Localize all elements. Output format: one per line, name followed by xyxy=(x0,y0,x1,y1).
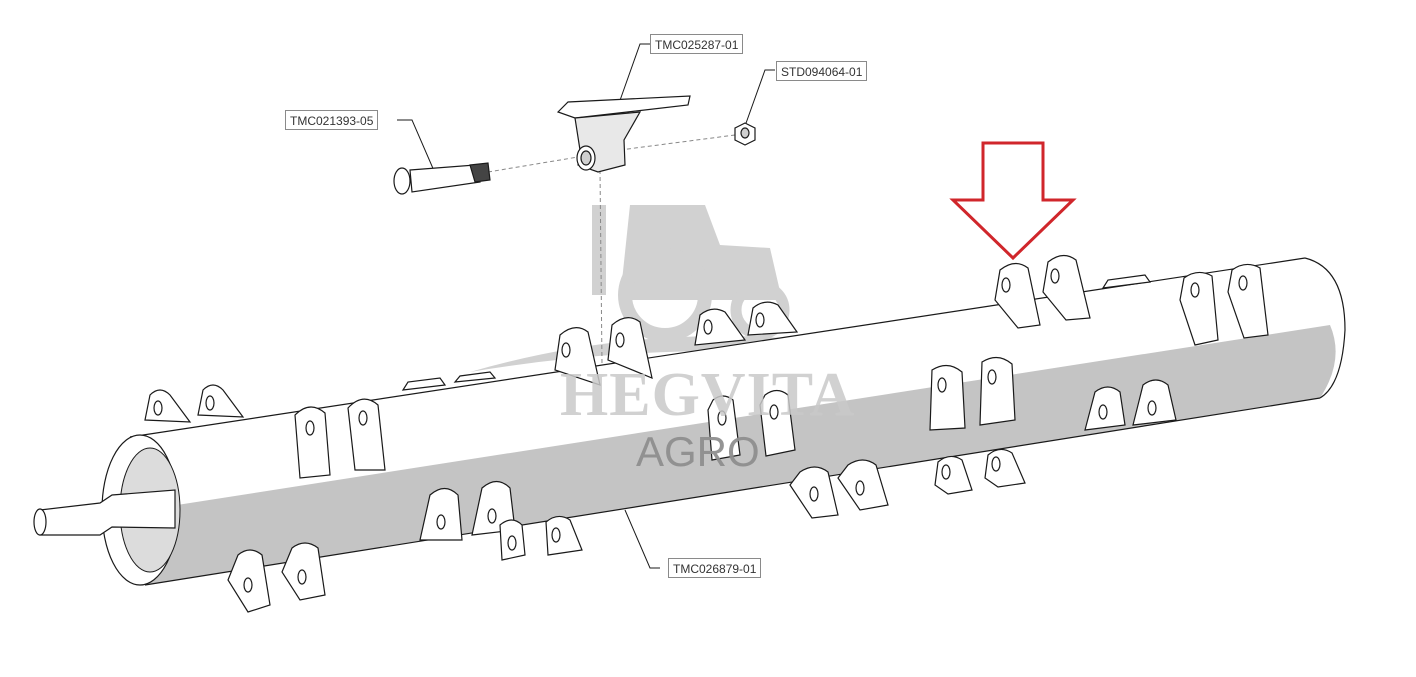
part-label-nut: STD094064-01 xyxy=(776,61,868,81)
tractor-icon xyxy=(470,205,980,372)
lug xyxy=(607,317,653,379)
watermark-subtitle: AGRO xyxy=(636,428,760,475)
part-label-rotor: TMC026879-01 xyxy=(668,558,762,578)
lug xyxy=(1179,271,1219,346)
lug xyxy=(281,542,326,601)
leader-lines xyxy=(397,43,775,569)
nut-part xyxy=(734,122,756,146)
down-arrow-icon xyxy=(949,141,1077,261)
lug xyxy=(1042,254,1091,321)
lug xyxy=(759,389,796,457)
lug xyxy=(747,301,799,336)
lug xyxy=(979,356,1016,426)
lug xyxy=(1084,386,1126,431)
lug xyxy=(994,262,1041,329)
part-label-blade: TMC025287-01 xyxy=(650,34,744,54)
lug xyxy=(347,398,386,471)
lug xyxy=(837,459,889,511)
lug xyxy=(144,389,192,423)
lug xyxy=(499,519,526,561)
mounting-lugs xyxy=(144,254,1269,613)
lug xyxy=(929,364,966,431)
lug xyxy=(294,406,331,479)
blade-part xyxy=(556,95,691,173)
lug xyxy=(1132,379,1177,426)
lug xyxy=(1227,263,1269,339)
lug xyxy=(1101,274,1152,289)
lug xyxy=(707,395,741,461)
part-label-bolt: TMC021393-05 xyxy=(285,110,379,130)
lug xyxy=(401,377,447,391)
watermark-name: HEGVITA xyxy=(560,361,856,429)
bolt-part xyxy=(393,162,491,195)
lug xyxy=(694,308,747,346)
lug xyxy=(227,549,271,613)
lug xyxy=(789,466,839,519)
lug xyxy=(545,515,583,556)
lug xyxy=(453,371,497,383)
lug xyxy=(419,487,463,541)
lug xyxy=(197,384,245,418)
lug xyxy=(984,448,1026,488)
lug xyxy=(554,327,601,386)
lug xyxy=(934,455,973,495)
